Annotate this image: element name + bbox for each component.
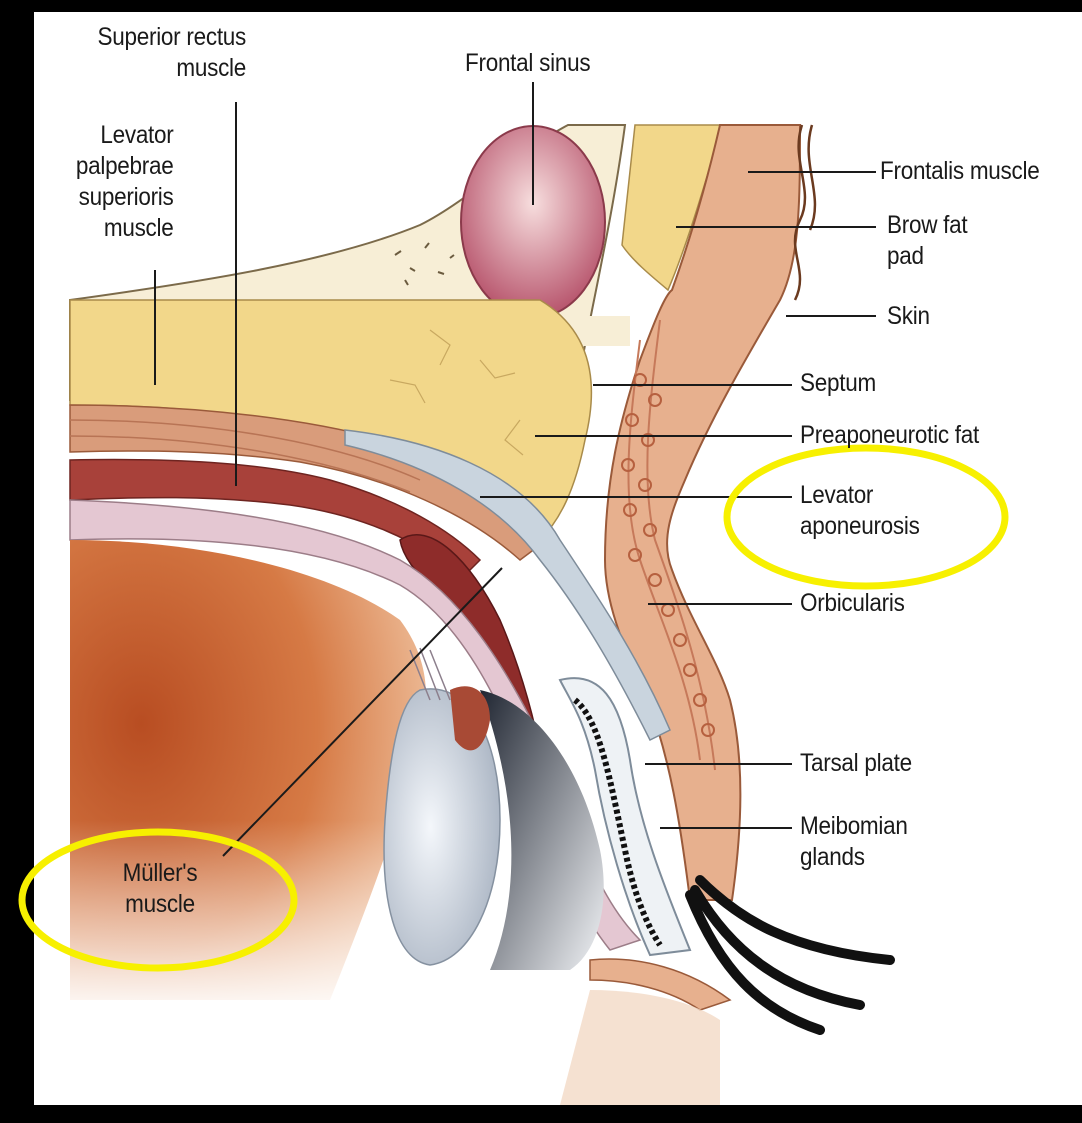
label-orbicularis: Orbicularis — [800, 588, 905, 619]
label-brow-fat-pad: Brow fat pad — [887, 210, 967, 272]
label-muller-muscle: Müller's muscle — [106, 858, 214, 920]
label-skin: Skin — [887, 301, 930, 332]
label-superior-rectus: Superior rectus muscle — [97, 22, 246, 84]
label-preaponeurotic-fat: Preaponeurotic fat — [800, 420, 979, 451]
label-frontalis-muscle: Frontalis muscle — [880, 156, 1039, 187]
label-frontal-sinus: Frontal sinus — [465, 48, 590, 79]
label-levator-aponeurosis: Levator aponeurosis — [800, 480, 920, 542]
label-tarsal-plate: Tarsal plate — [800, 748, 912, 779]
label-septum: Septum — [800, 368, 876, 399]
label-meibomian-glands: Meibomian glands — [800, 811, 908, 873]
label-levator-palpebrae: Levator palpebrae superioris muscle — [76, 120, 174, 244]
eyelashes — [690, 880, 890, 1030]
